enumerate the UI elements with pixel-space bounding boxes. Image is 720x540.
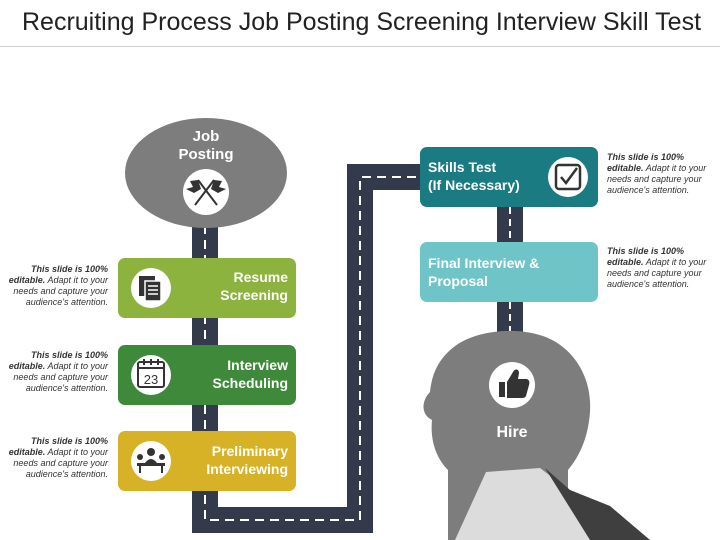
preliminary-interviewing-line2: Interviewing (206, 461, 288, 477)
note-interview-scheduling: This slide is 100% editable. Adapt it to… (0, 350, 108, 394)
preliminary-interviewing-line1: Preliminary (211, 443, 288, 459)
note-final-interview: This slide is 100% editable. Adapt it to… (607, 246, 715, 290)
skills-test-line1: Skills Test (428, 159, 497, 175)
title-divider (0, 46, 720, 47)
final-interview-box (420, 242, 598, 302)
interview-scheduling-line1: Interview (227, 357, 288, 373)
note-text: Adapt it to your needs and capture your … (13, 447, 108, 479)
hire-head-silhouette (423, 330, 650, 540)
resume-screening-line1: Resume (233, 269, 288, 285)
skills-test-box (420, 147, 598, 207)
note-text: Adapt it to your needs and capture your … (607, 257, 707, 289)
checkbox-icon (548, 157, 588, 197)
note-bold: This slide is 100% editable. (8, 264, 108, 285)
skills-test-line2: (If Necessary) (428, 177, 520, 193)
road-path (192, 164, 523, 533)
documents-icon (131, 268, 171, 308)
final-interview-line1: Final Interview & (428, 255, 540, 271)
note-preliminary-interviewing: This slide is 100% editable. Adapt it to… (0, 436, 108, 480)
interview-scheduling-line2: Scheduling (212, 375, 288, 391)
resume-screening-label: Resume Screening (178, 268, 288, 304)
note-bold: This slide is 100% editable. (8, 350, 108, 371)
job-posting-label: Job Posting (166, 128, 246, 164)
note-text: Adapt it to your needs and capture your … (13, 361, 108, 393)
note-bold: This slide is 100% editable. (607, 152, 685, 173)
thumbs-up-icon (489, 362, 535, 408)
preliminary-interviewing-label: Preliminary Interviewing (178, 442, 288, 478)
flags-icon (183, 169, 229, 215)
skills-test-label: Skills Test (If Necessary) (428, 158, 538, 194)
interview-scheduling-label: Interview Scheduling (178, 356, 288, 392)
job-posting-line1: Job (192, 128, 220, 145)
calendar-icon: 23 (131, 355, 171, 395)
note-skills-test: This slide is 100% editable. Adapt it to… (607, 152, 715, 196)
hire-label: Hire (496, 424, 528, 441)
note-text: Adapt it to your needs and capture your … (607, 163, 707, 195)
note-text: Adapt it to your needs and capture your … (13, 275, 108, 307)
final-interview-label: Final Interview & Proposal (428, 254, 588, 290)
final-interview-line2: Proposal (428, 273, 488, 289)
meeting-icon (131, 441, 171, 481)
note-bold: This slide is 100% editable. (607, 246, 685, 267)
resume-screening-line2: Screening (220, 287, 288, 303)
slide-title: Recruiting Process Job Posting Screening… (22, 8, 702, 36)
note-bold: This slide is 100% editable. (8, 436, 108, 457)
job-posting-line2: Posting (178, 146, 234, 163)
calendar-day: 23 (144, 372, 158, 387)
note-resume-screening: This slide is 100% editable. Adapt it to… (0, 264, 108, 308)
